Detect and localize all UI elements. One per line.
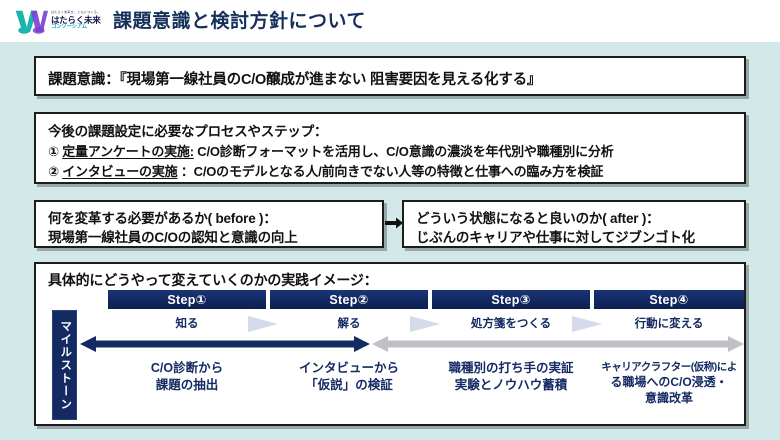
process-item-1-marker: ①: [48, 144, 59, 159]
navy-double-arrow: [80, 336, 370, 352]
process-box: 今後の課題設定に必要なプロセスやステップ： ① 定量アンケートの実施: C/O診…: [34, 112, 746, 184]
step-bar-4[interactable]: Step④: [594, 290, 744, 309]
step-bar-1[interactable]: Step①: [108, 290, 266, 309]
w-logo-icon: [15, 10, 48, 34]
process-item-2-marker: ②: [48, 164, 59, 179]
before-line-2: 現場第一線社員のC/Oの認知と意識の向上: [48, 230, 298, 245]
step-desc-2-line-1: インタビューから: [298, 361, 399, 375]
step-desc-4-line-2: る職場へのC/O浸透・: [610, 375, 728, 390]
milestone-word-3: 処方箋をつくる: [470, 318, 552, 330]
step-bar-3-label: Step③: [491, 293, 531, 307]
process-item-2-detail: ：C/Oのモデルとなる人/前向きでない人等の特徴と仕事への臨み方を検証: [180, 164, 604, 179]
process-item-2-label: インタビューの実施: [62, 164, 178, 179]
gray-double-arrow: [372, 336, 744, 352]
step-desc-4-line-1: キャリアクラフター(仮称)によ: [601, 361, 737, 373]
step-desc-2: インタビューから 「仮説」の検証: [270, 360, 428, 394]
step-bar-3[interactable]: Step③: [432, 290, 590, 309]
process-heading: 今後の課題設定に必要なプロセスやステップ：: [48, 124, 328, 139]
brand-tagline: はたらく未来を、ともにつくる。: [51, 10, 101, 15]
step-bar-1-label: Step①: [167, 293, 207, 307]
step-bar-2-label: Step②: [329, 293, 369, 307]
step-desc-4: キャリアクラフター(仮称)によ る職場へのC/O浸透・ 意識改革: [594, 360, 744, 407]
page-title: 課題意識と検討方針について: [113, 11, 366, 32]
milestone-word-2: 解る: [337, 318, 361, 330]
step-desc-3-line-1: 職種別の打ち手の実証: [448, 361, 574, 375]
step-desc-1-line-2: 課題の抽出: [155, 377, 219, 392]
brand-subname: コンソーシアム: [51, 24, 87, 31]
step-bar-4-label: Step④: [649, 293, 689, 307]
step-desc-2-line-2: 「仮説」の検証: [305, 377, 393, 392]
before-box: 何を変革する必要があるか( before )： 現場第一線社員のC/Oの認知と意…: [34, 200, 384, 248]
practice-heading: 具体的にどうやって変えていくのかの実践イメージ：: [48, 272, 378, 288]
step-desc-3: 職種別の打ち手の実証 実験とノウハウ蓄積: [432, 360, 590, 394]
step-bar-2[interactable]: Step②: [270, 290, 428, 309]
milestone-word-1: 知る: [175, 318, 199, 330]
after-line-1: どういう状態になると良いのか( after )：: [416, 211, 660, 226]
slide-header: はたらく未来を、ともにつくる。 はたらく未来 コンソーシアム 課題意識と検討方針…: [0, 0, 780, 42]
brand-logo-text: はたらく未来を、ともにつくる。 はたらく未来 コンソーシアム: [51, 11, 101, 30]
step-desc-4-line-3: 意識改革: [644, 391, 693, 406]
milestone-bar: マイルストーン: [52, 310, 77, 420]
milestone-label: マイルストーン: [59, 319, 72, 411]
before-line-1: 何を変革する必要があるか( before )：: [48, 211, 277, 226]
process-item-2: ② インタビューの実施 ：C/Oのモデルとなる人/前向きでない人等の特徴と仕事へ…: [48, 161, 603, 180]
process-item-1-label: 定量アンケートの実施:: [62, 144, 194, 159]
after-line-2: じぶんのキャリアや仕事に対してジブンゴト化: [416, 230, 695, 245]
process-item-1: ① 定量アンケートの実施: C/O診断フォーマットを活用し、C/O意識の濃淡を年…: [48, 141, 614, 160]
issue-text: 課題意識：『現場第一線社員のC/O醸成が進まない 阻害要因を見える化する』: [48, 72, 542, 88]
brand-logo: はたらく未来を、ともにつくる。 はたらく未来 コンソーシアム: [14, 5, 106, 37]
milestone-word-4: 行動に変える: [634, 318, 704, 330]
step-desc-3-line-2: 実験とノウハウ蓄積: [454, 377, 568, 392]
after-box: どういう状態になると良いのか( after )： じぶんのキャリアや仕事に対して…: [402, 200, 746, 248]
right-arrow-icon: [385, 217, 403, 229]
step-desc-1-line-1: C/O診断から: [150, 361, 224, 375]
issue-box: 課題意識：『現場第一線社員のC/O醸成が進まない 阻害要因を見える化する』: [34, 56, 746, 96]
process-item-1-detail: C/O診断フォーマットを活用し、C/O意識の濃淡を年代別や職種別に分析: [197, 144, 614, 159]
brand-name: はたらく未来: [51, 14, 101, 25]
step-desc-1: C/O診断から 課題の抽出: [108, 360, 266, 394]
